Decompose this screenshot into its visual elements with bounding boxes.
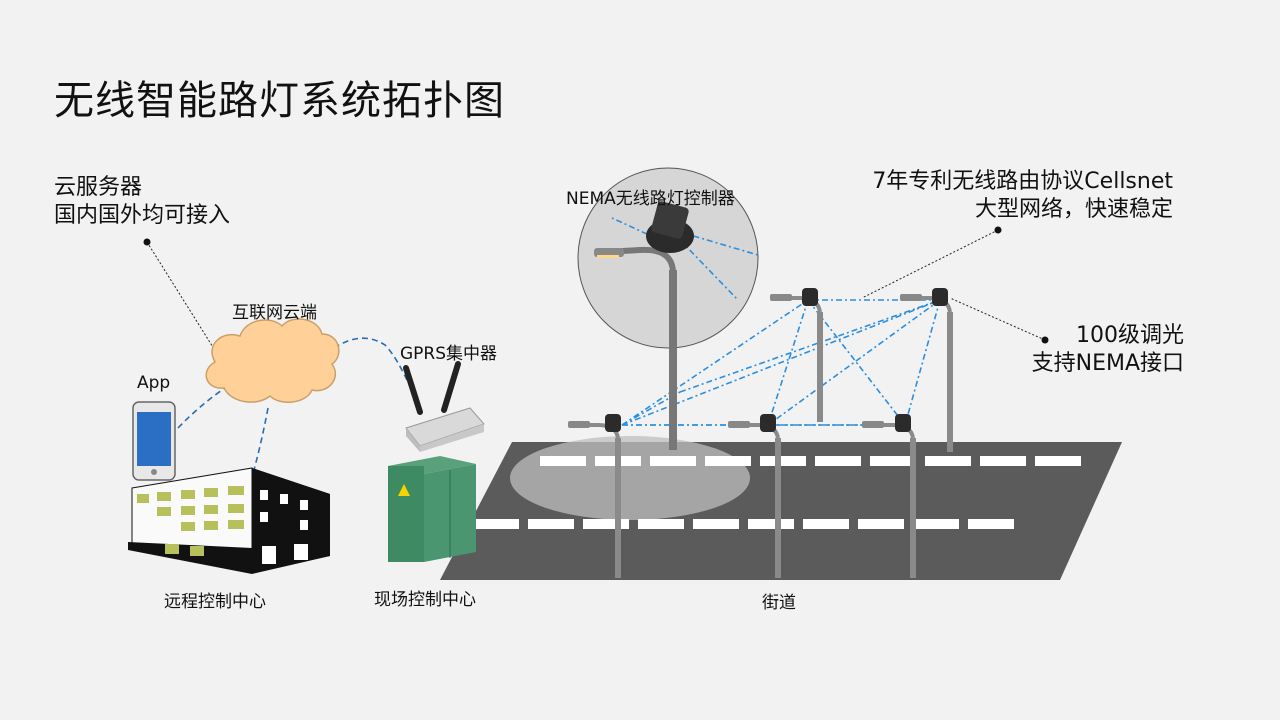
leader-dot-protocol (994, 226, 1002, 234)
phone (132, 401, 176, 481)
cloud-server-label: 云服务器 国内国外均可接入 (54, 174, 230, 230)
dimming-note-line2: 支持NEMA接口 (1031, 351, 1184, 376)
street-light-3 (900, 288, 953, 452)
internet-cloud-label: 互联网云端 (232, 303, 317, 323)
dimming-note: 100级调光 支持NEMA接口 (1032, 322, 1184, 378)
gprs-concentrator-label: GPRS集中器 (400, 344, 498, 364)
leader-dot-dimming (1041, 336, 1049, 344)
street-label: 街道 (762, 593, 796, 613)
gprs-device (403, 361, 485, 452)
street-light-6 (862, 414, 916, 578)
protocol-note-line2: 大型网络，快速稳定 (974, 197, 1173, 222)
remote-center-building (128, 467, 330, 574)
protocol-note-line1: 7年专利无线路由协议Cellsnet (872, 169, 1173, 194)
leader-dot-cloud (143, 238, 151, 246)
street-light-main (594, 201, 694, 450)
leader-lines (146, 229, 1046, 353)
remote-center-label: 远程控制中心 (164, 592, 266, 612)
light-glow (510, 436, 750, 520)
protocol-note: 7年专利无线路由协议Cellsnet 大型网络，快速稳定 (872, 168, 1173, 224)
onsite-center-label: 现场控制中心 (374, 590, 476, 610)
crosswalk-row-2 (473, 519, 1014, 529)
nema-controller-label: NEMA无线路灯控制器 (566, 189, 735, 209)
cabinet (388, 456, 476, 562)
app-label: App (137, 373, 171, 393)
street-light-5 (728, 414, 781, 578)
page-title: 无线智能路灯系统拓扑图 (54, 78, 505, 124)
cloud-server-line1: 云服务器 (54, 175, 143, 200)
dimming-note-line1: 100级调光 (1076, 323, 1184, 348)
street-light-2 (770, 288, 823, 422)
street-light-4 (568, 414, 621, 578)
cloud-server-line2: 国内国外均可接入 (54, 203, 231, 228)
internet-cloud-shape (205, 318, 340, 403)
